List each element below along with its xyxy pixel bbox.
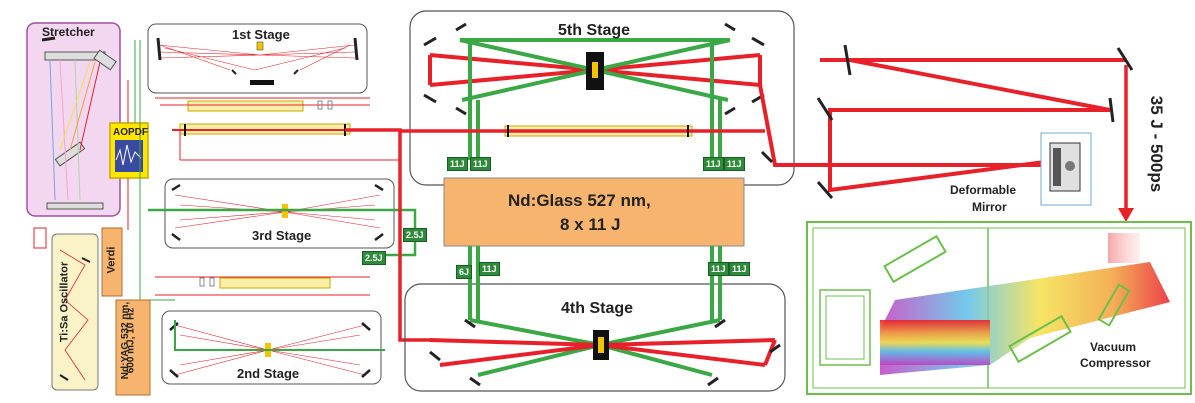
- energy-tag: 11J: [724, 157, 745, 171]
- stage5-label: 5th Stage: [558, 22, 631, 39]
- energy-tag: 11J: [708, 262, 729, 276]
- stage4-box: [404, 283, 786, 392]
- pump-box: [115, 299, 151, 396]
- stage3-label: 3rd Stage: [252, 228, 312, 243]
- energy-tag: 11J: [447, 157, 468, 171]
- energy-tag: 6J: [456, 265, 473, 279]
- ndglass-box: [443, 177, 745, 247]
- verdi-box: [101, 227, 123, 297]
- stage1-label: 1st Stage: [232, 27, 290, 42]
- stage3-box: [164, 178, 395, 249]
- energy-tag: 2.5J: [403, 228, 427, 242]
- stage2-box: [161, 310, 382, 385]
- output-energy-label: 35 J - 500ps: [1147, 95, 1167, 193]
- compressor-label-line1: Vacuum: [1090, 340, 1137, 354]
- energy-tag: 11J: [470, 157, 491, 171]
- energy-tag: 11J: [729, 262, 750, 276]
- oscillator-label: Ti:Sa Oscillator: [58, 261, 71, 343]
- energy-tag: 2.5J: [362, 251, 386, 265]
- compressor-box: [806, 221, 1192, 395]
- verdi-label: Verdi: [105, 246, 118, 274]
- energy-tag: 11J: [703, 157, 724, 171]
- oscillator-box: [51, 233, 99, 391]
- energy-tag: 11J: [479, 262, 500, 276]
- stage2-label: 2nd Stage: [237, 366, 300, 381]
- deformable-mirror-label-line2: Mirror: [972, 200, 1007, 214]
- pump-label-line2: 600 mJ, 10 Hz: [125, 307, 137, 374]
- ndglass-label-line2: 8 x 11 J: [560, 215, 621, 234]
- deformable-mirror-label-line1: Deformable: [950, 183, 1017, 197]
- stretcher-label: Stretcher: [42, 25, 95, 39]
- compressor-label-line2: Compressor: [1080, 356, 1151, 370]
- ndglass-label-line1: Nd:Glass 527 nm,: [508, 191, 651, 210]
- stage4-label: 4th Stage: [561, 300, 634, 317]
- stage1-box: [147, 23, 368, 94]
- aopdf-label: AOPDF: [113, 127, 148, 138]
